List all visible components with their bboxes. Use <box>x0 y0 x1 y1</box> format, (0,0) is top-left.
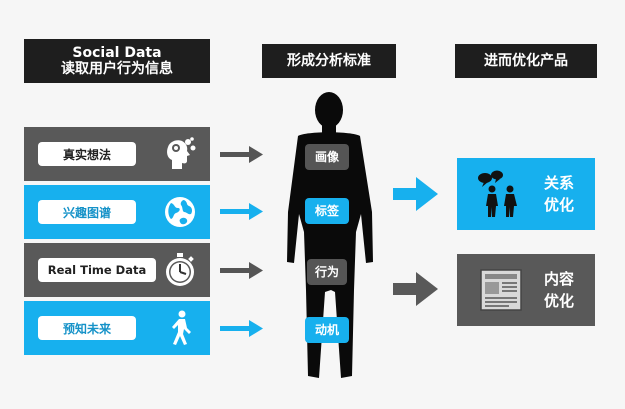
arrow-icon <box>220 203 263 220</box>
tag-portrait: 画像 <box>305 144 349 170</box>
output-text: 关系 优化 <box>539 172 579 216</box>
arrow-icon <box>220 146 263 163</box>
output-line2: 优化 <box>543 292 574 310</box>
stopwatch-icon <box>166 253 194 286</box>
input-label: Real Time Data <box>38 258 156 282</box>
input-label: 兴趣图谱 <box>38 200 136 224</box>
output-line2: 优化 <box>543 196 574 214</box>
output-line1: 关系 <box>543 174 574 192</box>
header-left-subtitle: 读取用户行为信息 <box>61 61 173 77</box>
tag-label: 标签 <box>305 198 349 224</box>
header-optimize-product: 进而优化产品 <box>455 44 597 78</box>
input-label: 真实想法 <box>38 142 136 166</box>
output-line1: 内容 <box>543 270 574 288</box>
header-left-title: Social Data <box>72 44 162 61</box>
header-social-data: Social Data 读取用户行为信息 <box>24 39 210 83</box>
input-row-interest-graph: 兴趣图谱 <box>24 185 210 239</box>
newspaper-icon <box>480 269 522 311</box>
people-chat-icon <box>478 170 517 217</box>
tag-behavior: 行为 <box>307 259 347 285</box>
output-content-optimization: 内容 优化 <box>457 254 595 326</box>
arrow-icon <box>220 320 263 337</box>
human-silhouette-icon <box>287 92 373 378</box>
output-text: 内容 优化 <box>539 268 579 312</box>
tag-motivation: 动机 <box>305 317 349 343</box>
walking-person-icon <box>172 310 191 345</box>
globe-icon <box>165 197 195 227</box>
arrow-icon <box>393 177 438 211</box>
output-relationship-optimization: 关系 优化 <box>457 158 595 230</box>
input-row-real-thoughts: 真实想法 <box>24 127 210 181</box>
brain-head-icon <box>167 137 196 169</box>
input-row-predict-future: 预知未来 <box>24 301 210 355</box>
arrow-icon <box>220 262 263 279</box>
arrow-icon <box>393 272 438 306</box>
header-analysis-standard: 形成分析标准 <box>262 44 396 78</box>
input-label: 预知未来 <box>38 316 136 340</box>
input-row-real-time-data: Real Time Data <box>24 243 210 297</box>
